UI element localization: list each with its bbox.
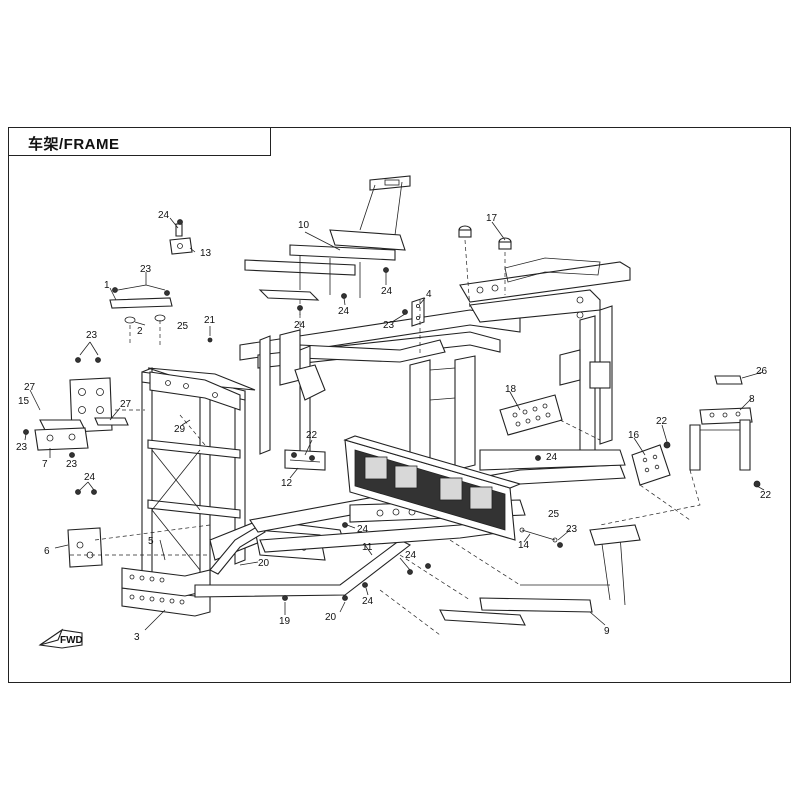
callout-29: 29 [174, 424, 186, 435]
callout-24: 24 [84, 472, 96, 483]
callout-2: 2 [137, 326, 143, 337]
part-26-pad [714, 375, 743, 385]
callout-3: 3 [134, 632, 140, 643]
callout-24: 24 [357, 524, 369, 535]
callout-20: 20 [325, 612, 337, 623]
part-1-plate [109, 297, 173, 324]
part-15-bracket [39, 377, 129, 433]
part-10-rack-bracket [244, 175, 411, 301]
side-mount-brackets [279, 329, 581, 401]
part-17-bumpers [458, 225, 512, 250]
callout-9: 9 [604, 626, 610, 637]
part-12-bracket [284, 449, 326, 471]
callout-22: 22 [306, 430, 318, 441]
callout-24: 24 [294, 320, 306, 331]
callout-21: 21 [204, 315, 216, 326]
callout-22: 22 [760, 490, 772, 501]
callout-23: 23 [566, 524, 578, 535]
part-14-link [519, 527, 558, 543]
engine-cradle [343, 435, 522, 541]
callout-24: 24 [381, 286, 393, 297]
assembly-lines [70, 239, 701, 636]
callout-22: 22 [656, 416, 668, 427]
diagram-border [8, 127, 791, 683]
callout-7: 7 [42, 459, 48, 470]
callout-5: 5 [148, 536, 154, 547]
part-4-strip [411, 297, 425, 327]
callout-1: 1 [104, 280, 110, 291]
callout-19: 19 [279, 616, 291, 627]
callout-16: 16 [628, 430, 640, 441]
callout-4: 4 [426, 289, 432, 300]
callout-27: 27 [24, 382, 36, 393]
callout-23: 23 [140, 264, 152, 275]
callout-26: 26 [756, 366, 768, 377]
callout-23: 23 [16, 442, 28, 453]
callout-8: 8 [749, 394, 755, 405]
callout-11: 11 [362, 542, 373, 553]
callout-24: 24 [158, 210, 170, 221]
callout-23: 23 [383, 320, 395, 331]
callout-15: 15 [18, 396, 30, 407]
callout-17: 17 [486, 213, 498, 224]
callout-13: 13 [200, 248, 212, 259]
callout-24: 24 [362, 596, 374, 607]
callout-24: 24 [546, 452, 558, 463]
fwd-label: FWD [60, 635, 83, 646]
part-8-hitch [689, 407, 753, 471]
callout-24: 24 [405, 550, 417, 561]
part-16-plate [631, 444, 671, 486]
callout-27: 27 [120, 399, 132, 410]
part-18-footplate [499, 394, 563, 436]
callout-23: 23 [66, 459, 78, 470]
callout-23: 23 [86, 330, 98, 341]
title-box [8, 127, 271, 156]
page-title: 车架/FRAME [28, 136, 120, 153]
callout-25: 25 [177, 321, 189, 332]
part-6-bracket [67, 527, 103, 568]
part-7-bracket [34, 427, 89, 451]
callout-12: 12 [281, 478, 293, 489]
upper-main-rails [239, 257, 631, 476]
callout-6: 6 [44, 546, 50, 557]
callout-20: 20 [258, 558, 270, 569]
callout-labels: 24 13 23 1 2 25 21 23 27 15 27 23 7 23 2… [16, 210, 772, 643]
callout-14: 14 [518, 540, 530, 551]
part-9-footrest-frame [439, 524, 641, 626]
part-13-bracket [169, 223, 193, 255]
callout-18: 18 [505, 384, 517, 395]
callout-10: 10 [298, 220, 310, 231]
callout-24: 24 [338, 306, 350, 317]
fwd-arrow-icon: FWD [38, 628, 83, 649]
callout-25: 25 [548, 509, 560, 520]
leader-lines [24, 217, 765, 631]
